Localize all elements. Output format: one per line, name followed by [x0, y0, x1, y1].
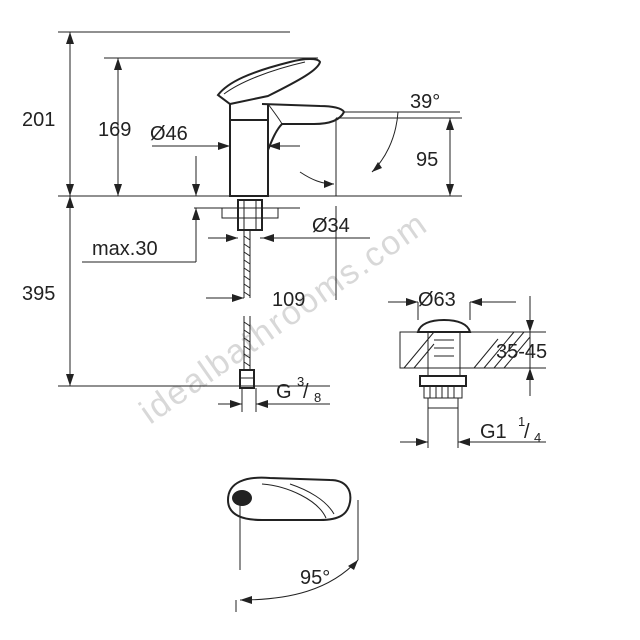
dim-169: 169: [98, 119, 131, 141]
dim-angle-39: 39°: [410, 91, 440, 113]
dim-max-30: max.30: [92, 238, 158, 260]
dim-g114-sub: 4: [534, 430, 541, 445]
dim-g38-main: G: [276, 381, 292, 403]
dim-g38-sub: 8: [314, 390, 321, 405]
dimension-lines: [58, 31, 462, 412]
dim-diameter-46: Ø46: [150, 123, 188, 145]
waste-assembly: [388, 296, 546, 448]
dim-35-45: 35-45: [496, 341, 547, 363]
dim-395: 395: [22, 283, 55, 305]
dim-diameter-34: Ø34: [312, 215, 350, 237]
dim-109: 109: [272, 289, 305, 311]
dim-g114-slash: /: [524, 421, 530, 443]
faucet-side-view: [58, 58, 462, 389]
dim-g38-slash: /: [303, 381, 309, 403]
faucet-top-view: [226, 476, 359, 612]
dim-201: 201: [22, 109, 55, 131]
dim-g114-main: G1: [480, 421, 507, 443]
dim-diameter-63: Ø63: [418, 289, 456, 311]
dim-angle-95: 95°: [300, 567, 330, 589]
dim-g114-sup: 1: [518, 414, 525, 429]
dim-95: 95: [416, 149, 438, 171]
dim-g38-sup: 3: [297, 374, 304, 389]
